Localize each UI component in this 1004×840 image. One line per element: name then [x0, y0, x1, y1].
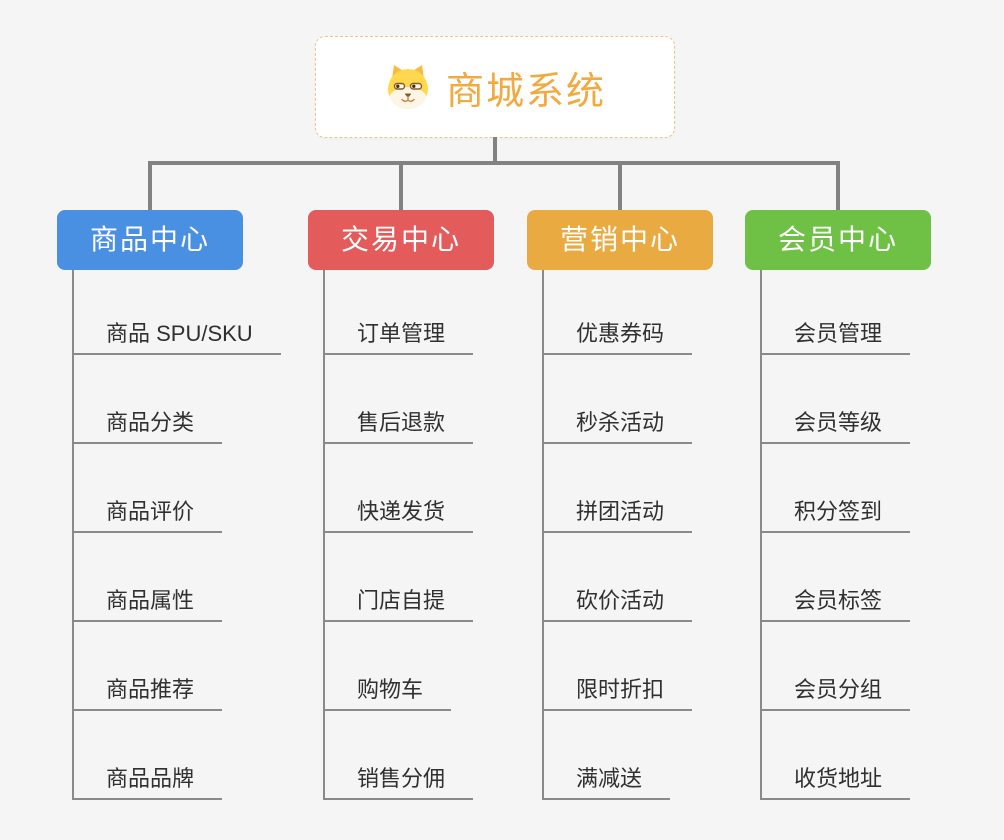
leaf-item[interactable]: 商品品牌 [72, 765, 223, 800]
branch-member-center[interactable]: 会员中心 [745, 210, 931, 270]
leaf-item[interactable]: 会员标签 [760, 587, 911, 622]
leaf-item[interactable]: 商品推荐 [72, 676, 223, 711]
connector-stub-marketing [618, 161, 622, 210]
doge-icon [384, 63, 432, 111]
leaf-item[interactable]: 快递发货 [323, 498, 474, 533]
leaf-item[interactable]: 商品分类 [72, 409, 223, 444]
connector-stub-member [836, 161, 840, 210]
leaf-item[interactable]: 订单管理 [323, 320, 474, 355]
root-title: 商城系统 [445, 70, 606, 113]
leaf-item[interactable]: 砍价活动 [542, 587, 693, 622]
connector-root-stub [493, 137, 497, 165]
connector-stub-product [148, 161, 152, 210]
leaf-item[interactable]: 拼团活动 [542, 498, 693, 533]
leaf-item[interactable]: 收货地址 [760, 765, 911, 800]
leaf-item[interactable]: 满减送 [542, 765, 671, 800]
leaf-item[interactable]: 商品属性 [72, 587, 223, 622]
branch-line-trade [323, 270, 325, 800]
branch-line-member [760, 270, 762, 800]
leaf-item[interactable]: 门店自提 [323, 587, 474, 622]
branch-line-marketing [542, 270, 544, 800]
leaf-item[interactable]: 会员分组 [760, 676, 911, 711]
leaf-item[interactable]: 秒杀活动 [542, 409, 693, 444]
leaf-item[interactable]: 售后退款 [323, 409, 474, 444]
leaf-item[interactable]: 会员等级 [760, 409, 911, 444]
leaf-item[interactable]: 商品评价 [72, 498, 223, 533]
root-node[interactable]: 商城系统 [315, 36, 675, 138]
leaf-item[interactable]: 积分签到 [760, 498, 911, 533]
leaf-item[interactable]: 购物车 [323, 676, 452, 711]
leaf-item[interactable]: 会员管理 [760, 320, 911, 355]
branch-trade-center[interactable]: 交易中心 [308, 210, 494, 270]
leaf-item[interactable]: 商品 SPU/SKU [72, 320, 281, 355]
leaf-item[interactable]: 限时折扣 [542, 676, 693, 711]
leaf-item[interactable]: 销售分佣 [323, 765, 474, 800]
connector-horizontal-bar [148, 161, 840, 165]
leaf-item[interactable]: 优惠券码 [542, 320, 693, 355]
branch-product-center[interactable]: 商品中心 [57, 210, 243, 270]
connector-stub-trade [399, 161, 403, 210]
branch-line-product [72, 270, 74, 800]
branch-marketing-center[interactable]: 营销中心 [527, 210, 713, 270]
